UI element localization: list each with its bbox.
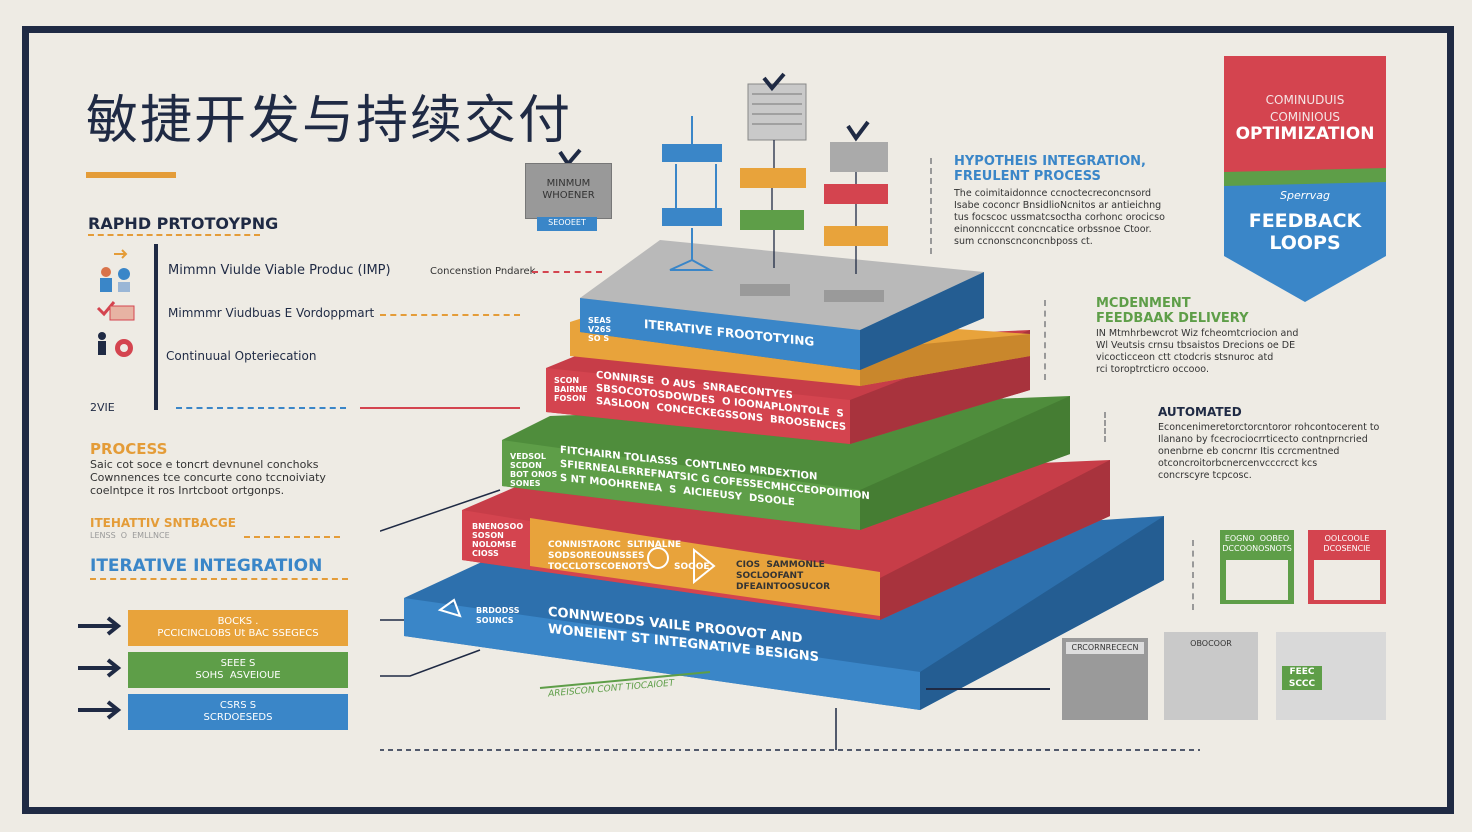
iterative-integration-heading: ITERATIVE INTEGRATION — [90, 556, 323, 576]
layer-4-face: VEDSOL SCDON BOT ONOS SONES — [510, 452, 558, 488]
chart-icon — [1314, 560, 1380, 600]
title-underline — [86, 172, 176, 178]
divider — [1044, 300, 1048, 380]
checkmark-icon — [762, 72, 786, 92]
hyp-text: The coimitaidonnce ccnoctecreconcnsord I… — [954, 188, 1165, 247]
page-title: 敏捷开发与持续交付 — [86, 91, 573, 151]
chart-icon — [1226, 560, 1288, 600]
person-icon — [98, 332, 106, 355]
arrow-line — [926, 688, 1050, 690]
heading-underline — [88, 234, 260, 236]
green-card: EOGNO OOBEO DCCOONOSNOTS — [1220, 530, 1294, 604]
left-item-label: Continuual Opteriecation — [166, 349, 317, 363]
gray-card: OBOCOOR — [1164, 632, 1258, 720]
flow-icon — [647, 547, 669, 569]
mvp-card: MINMUM WHOENER — [525, 163, 612, 219]
banner-top: COMINUDUIS COMINIOUS — [1265, 93, 1345, 124]
feedback-banner — [1224, 56, 1386, 302]
dashed-underline — [90, 578, 348, 580]
checkmark-icon — [558, 148, 582, 168]
process-text: Saic cot soce e toncrt devnunel conchoks… — [90, 458, 326, 497]
divider — [930, 158, 934, 254]
process-bar: SEEE S SOHS ASVEIOUE — [128, 652, 348, 688]
flow-icon — [437, 598, 462, 618]
left-item-label: Mimmn Viulde Viable Produc (IMP) — [168, 263, 391, 278]
arrow-right-icon — [114, 249, 128, 259]
layer-3-face: SCON BAIRNE FOSON — [554, 376, 588, 403]
dashed-arrow — [532, 271, 602, 273]
dashed-arrow — [380, 314, 520, 316]
iterative-strategy: ITEHATTIV SNTBACGE — [90, 516, 236, 530]
iterative-strategy-sub: LENSS O EMLLNCE — [90, 531, 170, 540]
gray-card: CRCORNRECECN — [1062, 638, 1148, 720]
arrow-line — [360, 407, 520, 409]
arrow-right-icon — [78, 616, 122, 636]
increment-heading: MCDENMENT FEEDBAAK DELIVERY — [1096, 296, 1249, 326]
mvp-tag: SEOOEET — [537, 217, 597, 231]
people-icon — [100, 267, 130, 292]
left-item-note: Concenstion Pndarek — [430, 266, 536, 277]
red-card: OOLCOOLE DCOSENCIE — [1308, 530, 1386, 604]
banner-optimization: OPTIMIZATION — [1235, 124, 1375, 144]
layer-5-face: BNENOSOO SOSON NOLOMSE CIOSS — [472, 522, 524, 558]
bar-arrows — [78, 616, 122, 720]
divider — [1104, 412, 1108, 442]
banner-script: Sperrvag — [1279, 189, 1330, 202]
automated-text: Econcenimeretorctorcntoror rohcontoceren… — [1158, 422, 1380, 481]
left-item-label: Mimmmr Viudbuas E Vordoppmart — [168, 306, 375, 320]
left-icons — [96, 249, 135, 357]
layer-1-face: SEAS V26S SO S — [588, 316, 612, 343]
arrow-right-icon — [78, 658, 122, 678]
process-bar: BOCKS . PCCICINCLOBS Ut BAC SSEGECS — [128, 610, 348, 646]
gray-card: FEEC SCCC — [1276, 632, 1386, 720]
arrow-right-icon — [78, 700, 122, 720]
checkmark-icon — [846, 120, 870, 142]
process-bar: CSRS S SCRDOESEDS — [128, 694, 348, 730]
server-icon — [747, 83, 807, 141]
bottom-label: 2VIE — [90, 401, 115, 414]
gear-icon — [115, 339, 133, 357]
increment-text: IN Mtmhrbewcrot Wiz fcheomtcriocion and … — [1096, 328, 1299, 375]
flow-icon — [693, 547, 716, 585]
dashed-line — [176, 407, 346, 409]
left-vertical-bar — [154, 244, 158, 410]
banner-feedback: FEEDBACK LOOPS — [1248, 210, 1362, 254]
layer-6-face: BRDODSS SOUNCS — [476, 606, 520, 625]
dashed-line — [244, 536, 340, 538]
layer-5-label: CIOS SAMMONLE SOCLOOFANT DFEAINTOOSUCOR — [736, 560, 831, 592]
left-heading: RAPHD PRTOTOYPNG — [88, 214, 279, 233]
hyp-heading: HYPOTHEIS INTEGRATION, FREULENT PROCESS — [954, 154, 1146, 184]
automated-heading: AUTOMATED — [1158, 405, 1242, 419]
layer-5-side: CONNISTAORC SLTINALNE SODSOREOUNSSES TOC… — [548, 540, 710, 572]
pyramid-diagram — [380, 72, 1200, 751]
outer-frame — [22, 26, 1454, 814]
process-heading: PROCESS — [90, 440, 168, 458]
checkmark-icon — [96, 301, 135, 321]
divider — [1192, 540, 1196, 610]
